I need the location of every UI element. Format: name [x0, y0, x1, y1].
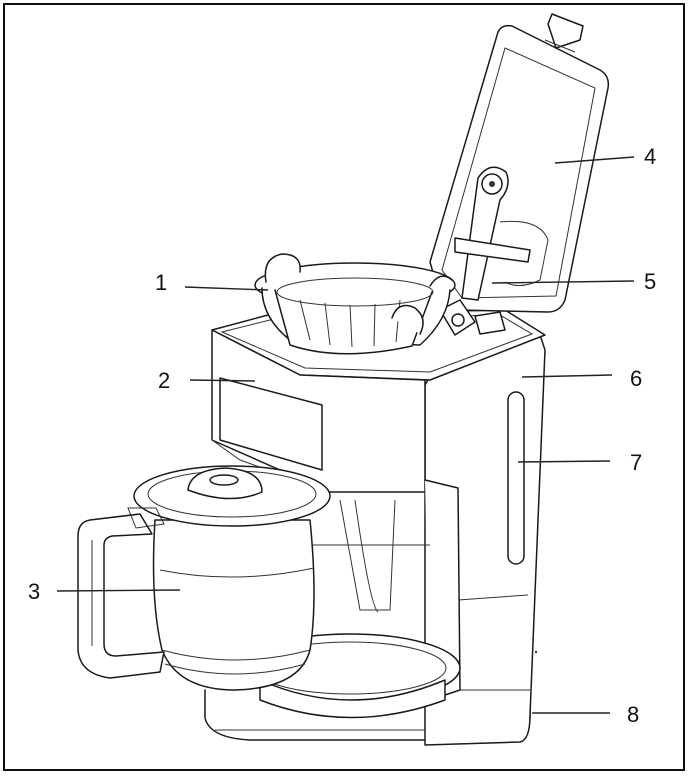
front-panel-shape — [219, 377, 323, 471]
callout-4: 4 — [644, 144, 656, 169]
callout-5: 5 — [644, 269, 656, 294]
lid — [429, 13, 610, 336]
callout-1: 1 — [155, 270, 167, 295]
callout-3: 3 — [28, 579, 40, 604]
callout-8: 8 — [627, 702, 639, 727]
callout-2: 2 — [158, 368, 170, 393]
leader-3 — [56, 589, 181, 592]
leader-4 — [554, 156, 635, 164]
leader-lines — [56, 156, 635, 714]
leader-1 — [184, 286, 269, 291]
leader-6 — [521, 374, 613, 378]
carafe — [77, 465, 331, 691]
filter-basket — [254, 253, 456, 355]
leader-2 — [189, 379, 256, 382]
callout-6: 6 — [630, 366, 642, 391]
callout-labels: 1 2 3 4 5 6 7 8 — [28, 144, 656, 727]
leader-7 — [517, 460, 611, 463]
callout-7: 7 — [630, 450, 642, 475]
leader-5 — [491, 280, 635, 284]
water-window-shape — [507, 391, 525, 565]
